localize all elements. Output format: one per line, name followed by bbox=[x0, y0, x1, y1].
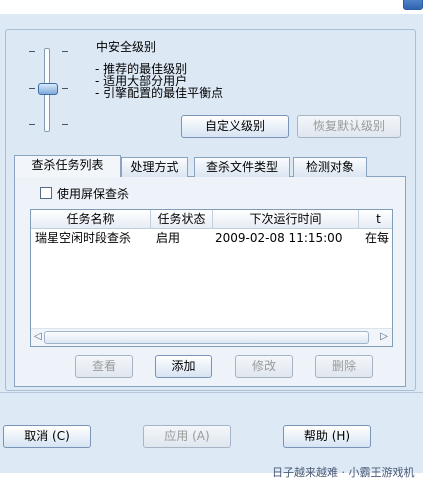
level-desc-line: - 适用大部分用户 bbox=[95, 74, 188, 88]
slider-tick bbox=[62, 51, 68, 52]
view-task-button[interactable]: 查看 bbox=[75, 355, 133, 378]
cell-task-status: 启用 bbox=[156, 231, 181, 245]
footer-text: 日子越来越难 · 小霸王游戏机 bbox=[272, 466, 415, 479]
screensaver-scan-checkbox[interactable] bbox=[40, 187, 52, 199]
screensaver-scan-label: 使用屏保查杀 bbox=[57, 187, 130, 201]
column-header-task-name[interactable]: 任务名称 bbox=[31, 210, 151, 229]
slider-tick bbox=[29, 88, 35, 89]
add-task-button[interactable]: 添加 bbox=[155, 355, 212, 378]
slider-tick bbox=[62, 124, 68, 125]
scroll-left-arrow-icon[interactable]: ◁ bbox=[34, 331, 42, 342]
apply-button[interactable]: 应用 (A) bbox=[143, 425, 231, 448]
custom-level-button[interactable]: 自定义级别 bbox=[181, 115, 289, 138]
restore-default-level-button[interactable]: 恢复默认级别 bbox=[297, 115, 401, 138]
slider-tick bbox=[29, 51, 35, 52]
level-desc-line: - 引擎配置的最佳平衡点 bbox=[95, 86, 224, 100]
column-header-next-run-time[interactable]: 下次运行时间 bbox=[213, 210, 359, 229]
top-strip bbox=[0, 0, 423, 14]
cell-next-run-time: 2009-02-08 11:15:00 bbox=[215, 231, 343, 245]
cancel-button[interactable]: 取消 (C) bbox=[3, 425, 91, 448]
tab-handling-method[interactable]: 处理方式 bbox=[121, 157, 188, 177]
window-corner-button[interactable] bbox=[403, 0, 423, 10]
delete-task-button[interactable]: 删除 bbox=[315, 355, 373, 378]
horizontal-scrollbar[interactable]: ◁ ▷ bbox=[31, 328, 392, 346]
tab-scan-task-list[interactable]: 查杀任务列表 bbox=[14, 155, 121, 177]
slider-thumb[interactable] bbox=[38, 83, 58, 95]
tab-detection-objects[interactable]: 检测对象 bbox=[293, 157, 367, 177]
level-desc-line: - 推荐的最佳级别 bbox=[95, 62, 188, 76]
scrollbar-thumb[interactable] bbox=[44, 331, 369, 344]
column-header-task-status[interactable]: 任务状态 bbox=[151, 210, 213, 229]
help-button[interactable]: 帮助 (H) bbox=[283, 425, 371, 448]
cell-task-name: 瑞星空闲时段查杀 bbox=[35, 231, 132, 245]
column-header-extra[interactable]: t bbox=[359, 210, 392, 229]
cell-extra: 在每 bbox=[365, 231, 390, 245]
scroll-right-arrow-icon[interactable]: ▷ bbox=[380, 331, 388, 342]
modify-task-button[interactable]: 修改 bbox=[235, 355, 293, 378]
slider-tick bbox=[29, 124, 35, 125]
tab-scan-file-types[interactable]: 查杀文件类型 bbox=[194, 157, 290, 177]
divider bbox=[0, 392, 423, 393]
task-list[interactable]: 任务名称 任务状态 下次运行时间 t 瑞星空闲时段查杀 启用 2009-02-0… bbox=[30, 209, 393, 347]
security-level-title: 中安全级别 bbox=[96, 40, 157, 54]
slider-tick bbox=[62, 88, 68, 89]
